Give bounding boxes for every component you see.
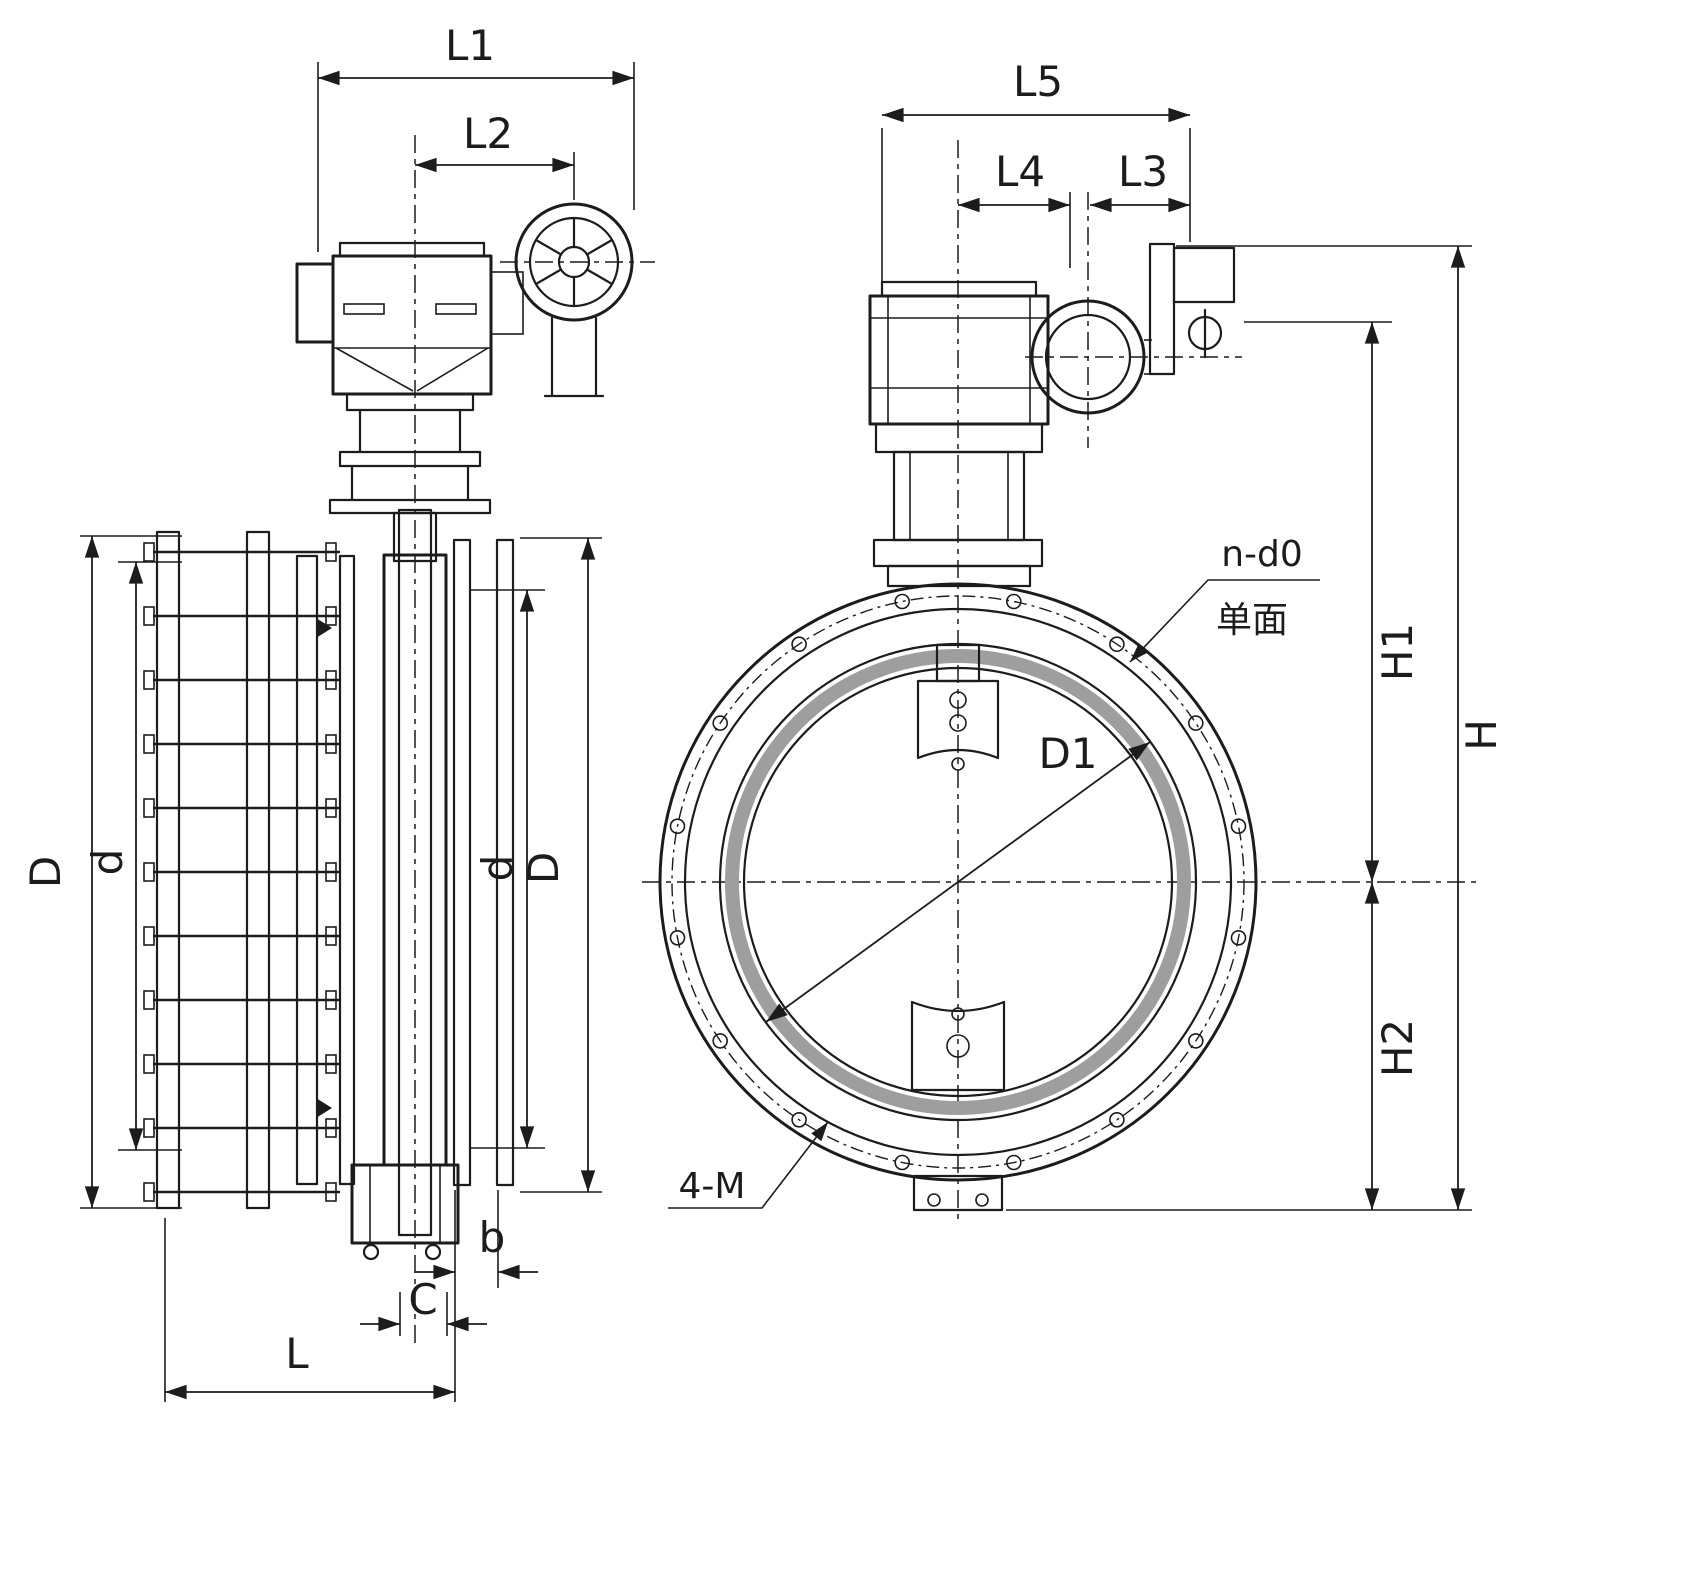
dim-label-d-inner-left: d	[83, 849, 132, 876]
side-view-body	[350, 508, 460, 1261]
front-view-flange	[658, 582, 1258, 1182]
side-view-flanges	[155, 530, 515, 1210]
dim-D-mid: D	[519, 537, 602, 1193]
dim-label-b: b	[479, 1213, 506, 1262]
dim-L3: L3	[1090, 147, 1190, 213]
dim-label-h1: H1	[1373, 623, 1422, 681]
side-view-bolts	[143, 542, 340, 1202]
dim-label-d-outer-left: D	[21, 856, 70, 888]
dim-C: C	[360, 1275, 487, 1336]
dim-label-d-outer-mid: D	[519, 852, 568, 884]
dim-H: H	[1006, 245, 1506, 1211]
section-arrow-icon	[316, 618, 332, 638]
dim-L: L	[164, 1218, 455, 1402]
dim-L1: L1	[317, 21, 635, 252]
leader-bolt-holes: n-d0 单面	[1129, 534, 1320, 663]
dim-label-h: H	[1457, 719, 1506, 751]
label-tapped-holes: 4-M	[679, 1166, 746, 1207]
dim-label-l: L	[285, 1329, 309, 1378]
dim-label-h2: H2	[1373, 1019, 1422, 1077]
dim-label-c: C	[408, 1275, 437, 1324]
front-view-bottom-bracket	[912, 1174, 1004, 1212]
dim-label-d-inner-mid: d	[473, 855, 522, 882]
dim-label-l5: L5	[1013, 57, 1063, 106]
dim-L5: L5	[881, 57, 1191, 290]
dim-label-l4: L4	[995, 147, 1045, 196]
leader-tapped-holes: 4-M	[668, 1121, 829, 1209]
handwheel-front-icon	[1030, 299, 1146, 415]
dim-label-d1: D1	[1038, 729, 1097, 778]
side-view-mounting	[328, 392, 492, 563]
front-view-actuator	[868, 280, 1152, 588]
label-bolt-holes: n-d0	[1221, 534, 1303, 575]
dimensions: L1 L2 D d d	[21, 21, 1506, 1402]
front-view-bolt-holes	[669, 593, 1247, 1171]
dim-b: b	[415, 1190, 538, 1402]
dim-D1: D1	[765, 729, 1151, 1023]
side-view	[143, 135, 655, 1348]
seat-ring	[725, 649, 1191, 1115]
dim-H1: H1	[1244, 321, 1422, 882]
dim-d-mid: d	[470, 589, 545, 1149]
front-view	[642, 140, 1478, 1222]
section-arrow-icon	[316, 1098, 332, 1118]
side-view-gearbox	[295, 241, 605, 398]
front-view-bracket	[1148, 242, 1236, 376]
dim-label-l1: L1	[445, 21, 495, 70]
dim-d-left: d	[83, 561, 182, 1151]
dim-D-left: D	[21, 535, 182, 1209]
dim-L2: L2	[415, 109, 575, 200]
dim-H2: H2	[1364, 882, 1422, 1210]
dim-L4: L4	[958, 147, 1071, 268]
handwheel-side-icon	[514, 202, 634, 322]
dim-label-l2: L2	[463, 109, 513, 158]
dim-label-l3: L3	[1118, 147, 1168, 196]
label-single-face: 单面	[1216, 600, 1288, 641]
